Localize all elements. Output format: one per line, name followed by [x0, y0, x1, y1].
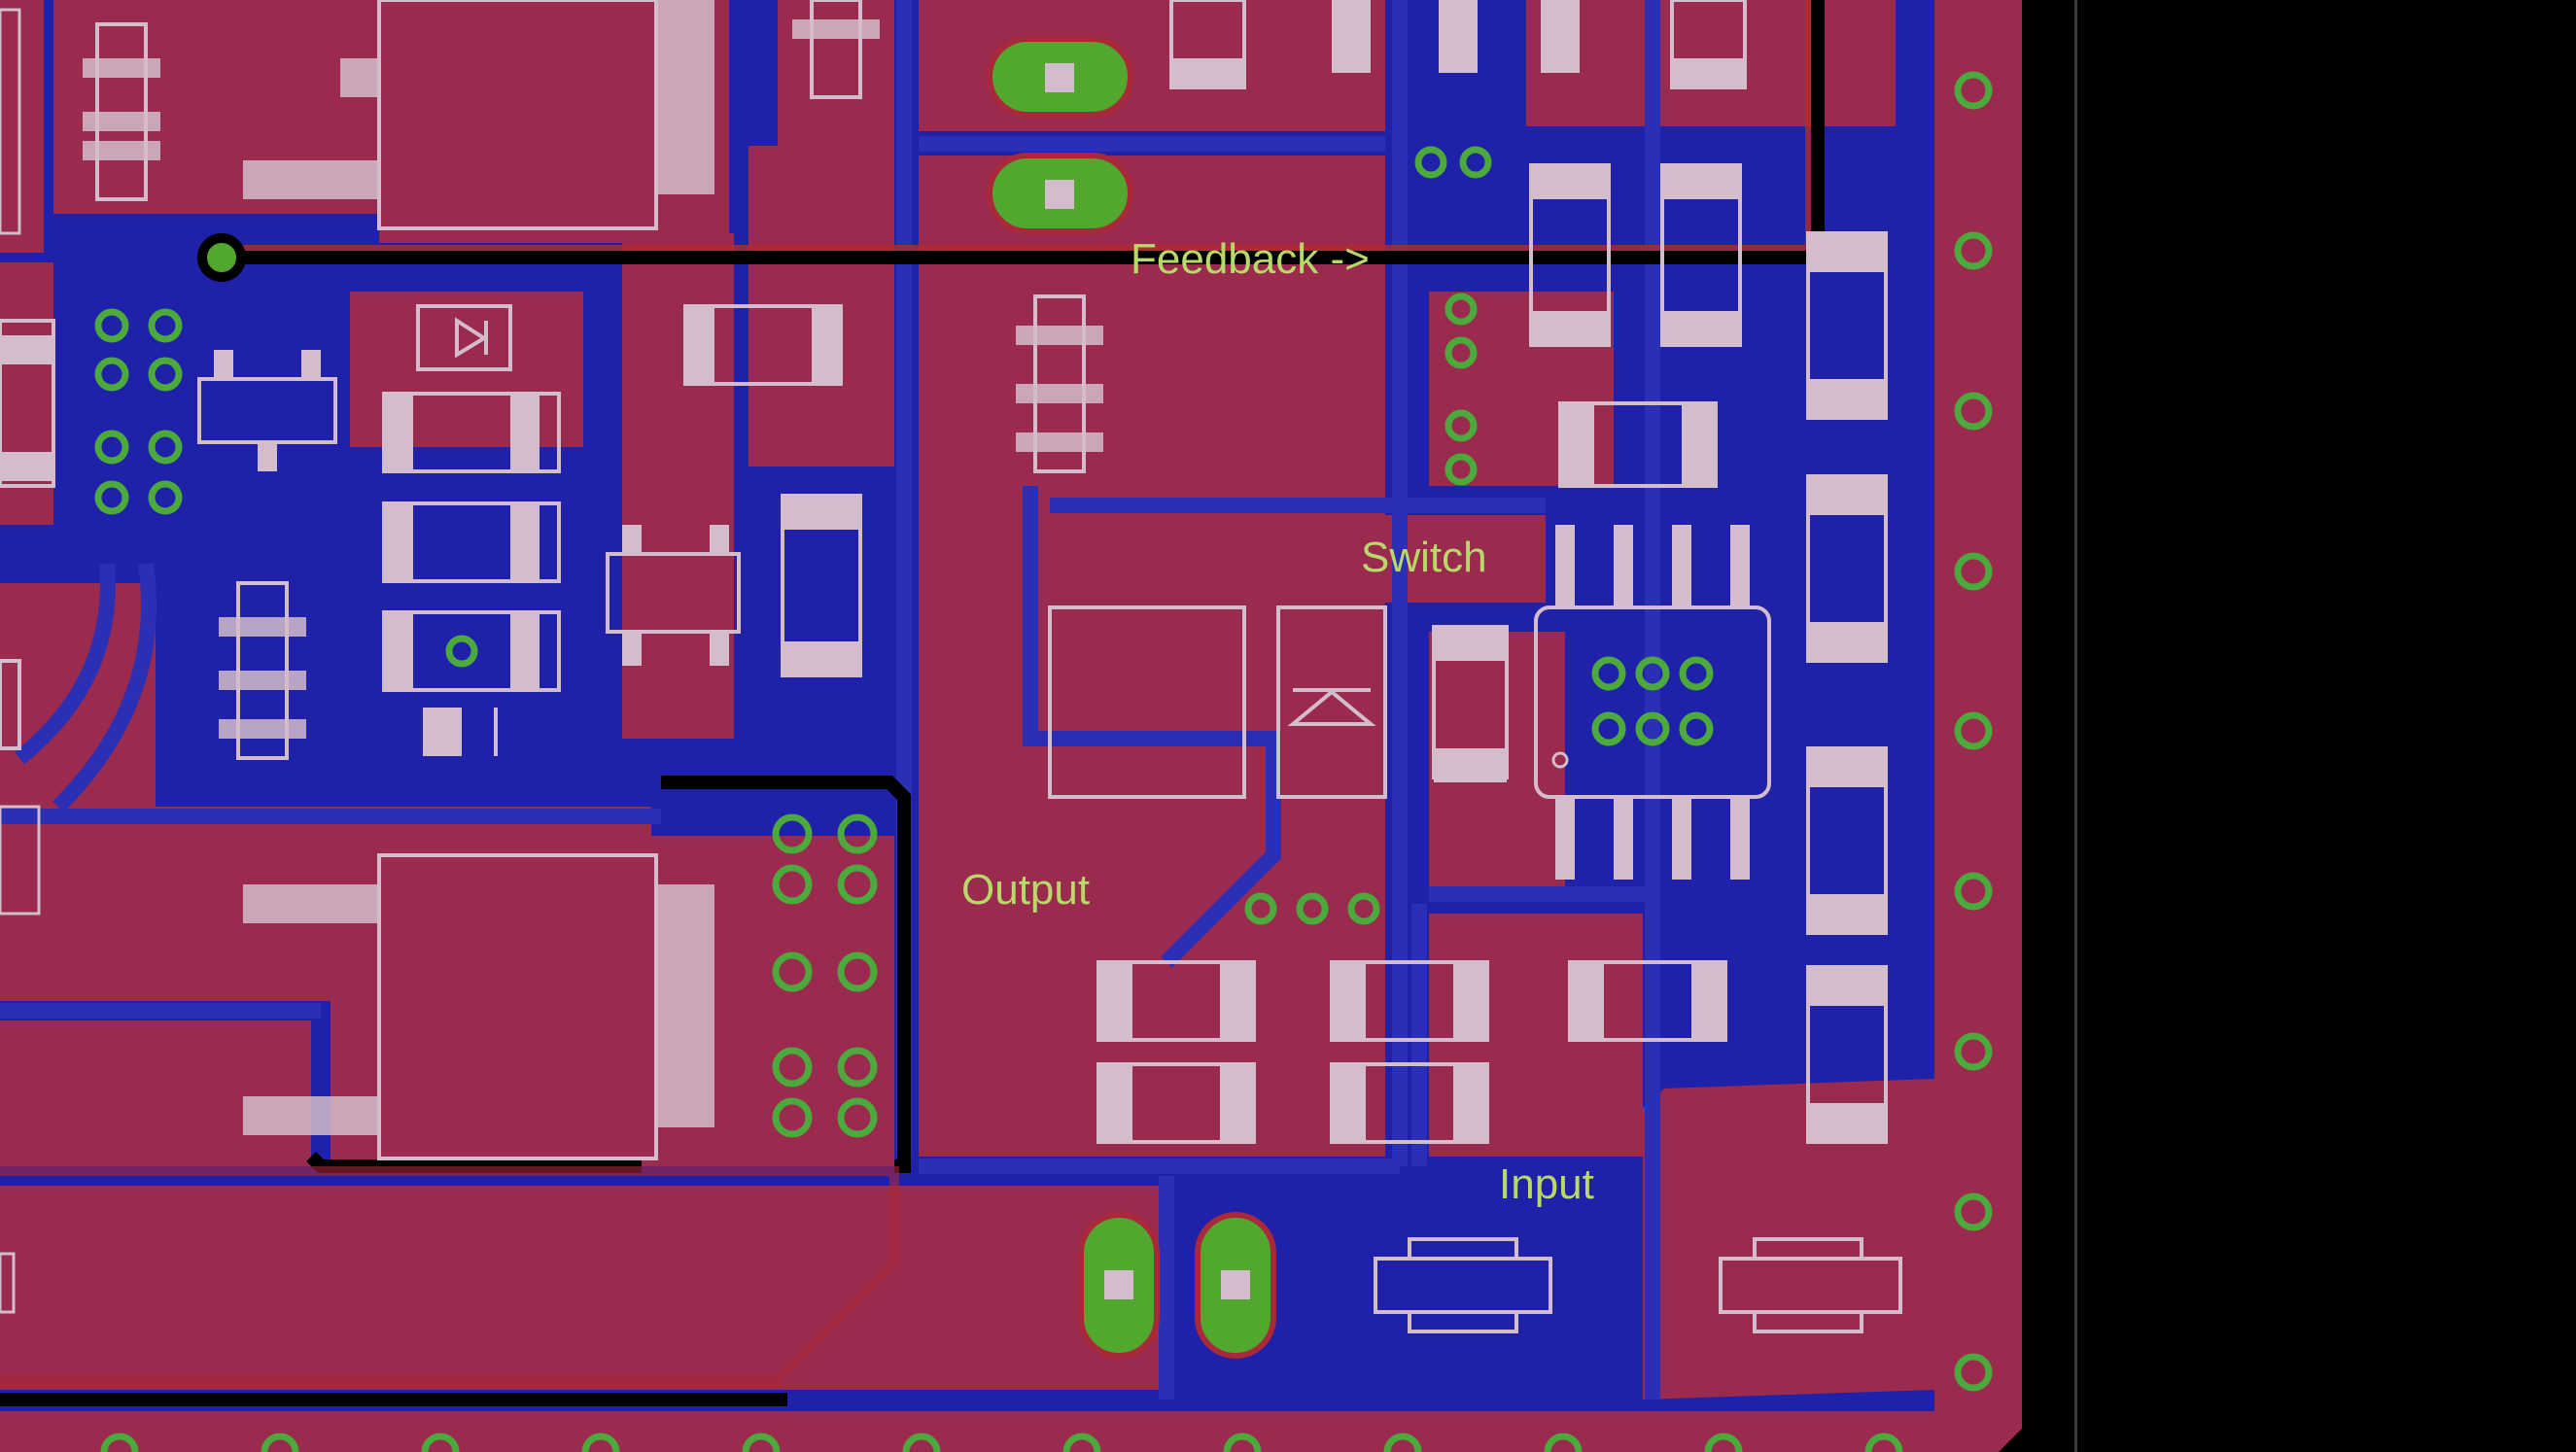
resistor-switch: [1432, 625, 1509, 782]
resistor-bottom-5: [1568, 960, 1727, 1042]
resistor-r4: [683, 304, 843, 386]
left-edge-pads: [0, 8, 21, 235]
copper-output-region: [919, 156, 1385, 1157]
cap-input-2: [1719, 1237, 1902, 1333]
regulator-u2: [606, 552, 741, 634]
oblong-pad-2: [987, 153, 1133, 234]
resistor-r2: [382, 501, 561, 583]
pin1-marker-icon: [1551, 751, 1569, 769]
cap-input-1: [1374, 1237, 1552, 1333]
oblong-pad-1: [987, 36, 1133, 118]
trace-left-loop2: [15, 563, 116, 765]
label-feedback[interactable]: Feedback ->: [1131, 235, 1370, 283]
resistor-r1: [382, 392, 561, 473]
oblong-pad-3: [1078, 1212, 1160, 1359]
ic-large-top-pin: [243, 160, 379, 199]
cap-c-small: [423, 708, 462, 756]
resistor-top-1: [1169, 0, 1246, 89]
label-output[interactable]: Output: [961, 866, 1090, 914]
resistor-right-col-3: [1806, 746, 1888, 935]
ic-large-bottom-tab: [656, 884, 714, 1127]
inductor-box: [1048, 605, 1246, 799]
cap-top-center: [810, 0, 862, 99]
view-edge-line: [2074, 0, 2077, 1452]
label-switch[interactable]: Switch: [1361, 534, 1487, 581]
resistor-top-2: [1670, 0, 1747, 89]
ic-large-bottom-pin2: [243, 1096, 379, 1135]
connector-left-stubs: [0, 805, 41, 916]
diode-d1: [416, 304, 512, 371]
resistor-r3: [382, 610, 561, 692]
copper-left-lower2: [0, 1020, 311, 1166]
resistor-right-col-1: [1806, 231, 1888, 420]
resistor-top-right-3: [1558, 401, 1718, 488]
ic-large-top-tab: [656, 0, 714, 194]
left-edge-component-3: [0, 1252, 16, 1314]
copper-cap-column: [778, 0, 894, 467]
via-array: [94, 71, 1993, 1452]
resistor-r5: [781, 494, 862, 677]
copper-output-bottom: [0, 1186, 1162, 1390]
diode-up-symbol-icon: [1287, 688, 1376, 726]
diode-symbol-icon: [455, 317, 488, 359]
output-red-trace: [0, 1166, 899, 1385]
ic-large-top-pin2: [340, 58, 379, 97]
trace-left-loop: [52, 562, 157, 812]
copper-left-top2: [0, 0, 44, 253]
oblong-pad-4: [1195, 1212, 1276, 1359]
feedback-via: [197, 233, 246, 282]
resistor-top-right-1: [1529, 163, 1611, 347]
resistor-right-col-2: [1806, 474, 1888, 663]
copper-ic2-area: [331, 836, 894, 1166]
copper-switch-node: [1050, 515, 1546, 603]
ic-large-bottom-pin1: [243, 884, 379, 923]
copper-bottom-strip: [0, 1411, 1944, 1452]
label-input[interactable]: Input: [1499, 1160, 1594, 1208]
switch-ic-u3: [1534, 525, 1771, 880]
copper-right-strip: [1934, 0, 2022, 1452]
diode-switch-box: [1276, 605, 1387, 799]
resistor-bottom-3: [1097, 1062, 1256, 1144]
left-edge-component-2: [0, 659, 21, 750]
resistor-top-right-2: [1660, 163, 1742, 347]
resistor-bottom-4: [1330, 1062, 1489, 1144]
resistor-right-col-4: [1806, 965, 1888, 1144]
resistor-bottom-1: [1097, 960, 1256, 1042]
trace-ic-boundary: [1023, 486, 1281, 968]
outline-output-zone: [661, 776, 911, 1173]
copper-left-ic1: [379, 0, 729, 243]
left-edge-component: [0, 319, 55, 488]
resistor-bottom-2: [1330, 960, 1489, 1042]
